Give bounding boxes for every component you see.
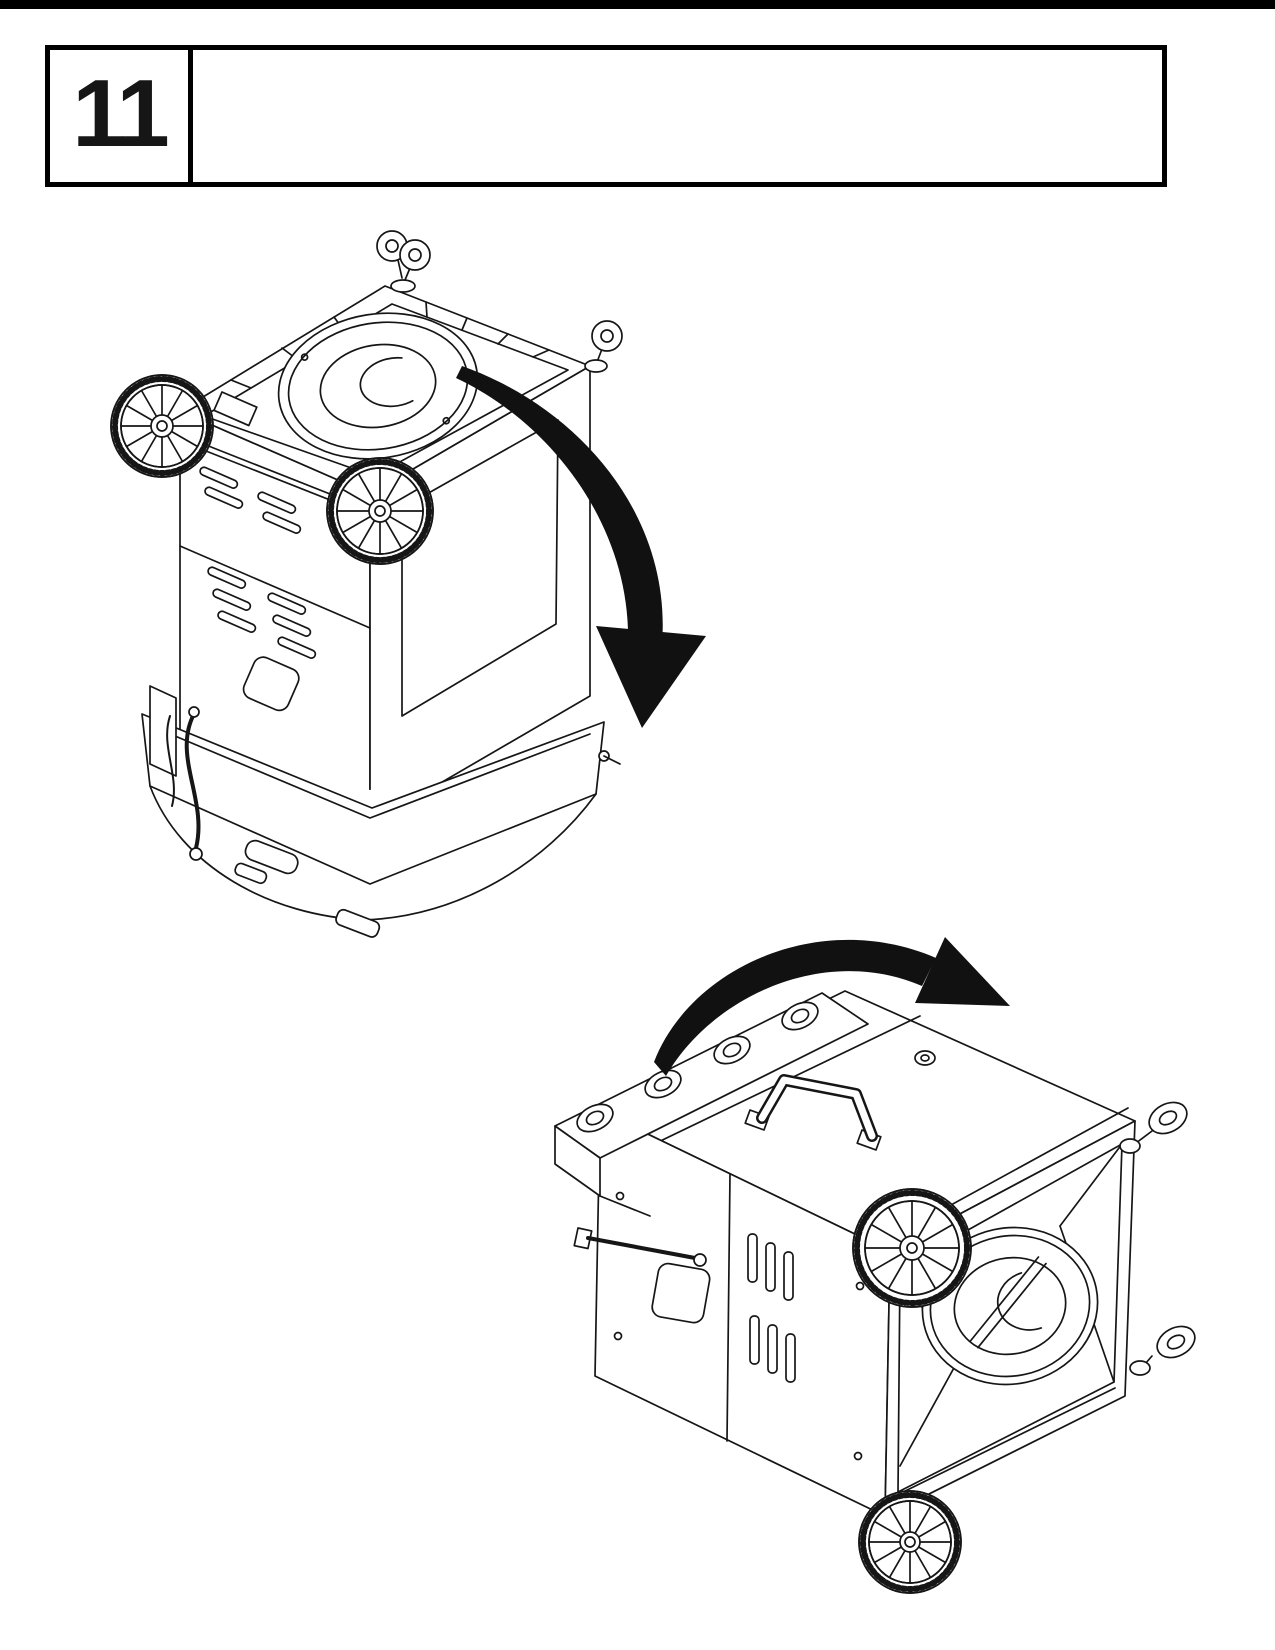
step-instruction-area (193, 50, 1162, 182)
front-access-hole (651, 1262, 711, 1324)
page-edge-artifact (0, 0, 1275, 9)
burner-knob (576, 1103, 614, 1133)
burner-knob (644, 1069, 682, 1099)
flip-downward-arrow-icon (456, 366, 706, 728)
side-rod (573, 1227, 707, 1267)
step-number: 11 (72, 60, 170, 167)
step-number-box: 11 (50, 50, 193, 182)
grill-upside-down-drawing (110, 230, 706, 938)
control-panel (554, 992, 936, 1217)
vent-slots-upper (199, 466, 302, 534)
igniter-button (914, 1050, 936, 1066)
rotate-upright-arrow-icon (654, 937, 1010, 1076)
lid-handle-slot (244, 839, 299, 875)
access-hole (242, 656, 300, 712)
step-header: 11 (45, 45, 1167, 187)
illustration-grill-upside-down (110, 216, 740, 976)
caster-wheel-upper-right (1119, 1101, 1188, 1154)
vent-slots-lower (207, 566, 317, 659)
side-bracket (149, 685, 177, 807)
inverted-lid-tray (141, 713, 621, 938)
bottom-wheel (858, 1490, 962, 1594)
caster-wheels-top (376, 230, 431, 293)
caster-wheel-right (584, 320, 623, 373)
illustration-grill-on-side (500, 896, 1210, 1596)
firebox-front-face (594, 1110, 891, 1517)
lid-foot (335, 908, 381, 938)
grill-on-side-drawing (554, 937, 1196, 1594)
burner-knob (781, 1001, 819, 1031)
burner-knob (713, 1035, 751, 1065)
upper-wheel (852, 1188, 972, 1308)
lid-foot-small (234, 862, 268, 885)
caster-wheel-lower-right (1129, 1325, 1196, 1376)
lid-handle (744, 1074, 882, 1151)
front-vent-slots (747, 1233, 796, 1383)
left-wheel (110, 374, 214, 478)
gas-hose (184, 706, 203, 861)
burner-opening-ring (277, 312, 479, 460)
center-wheel (326, 457, 434, 565)
